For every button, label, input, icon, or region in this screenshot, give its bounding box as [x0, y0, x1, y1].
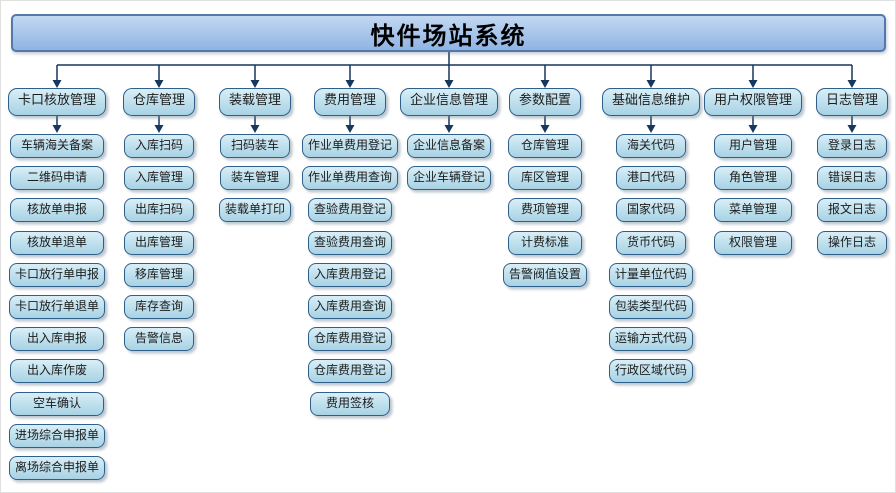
category-header: 基础信息维护 [601, 88, 701, 116]
module-item: 入库费用登记 [307, 263, 393, 287]
module-item: 仓库费用登记 [307, 359, 393, 383]
category-header: 参数配置 [508, 88, 582, 116]
module-item: 出库管理 [124, 231, 194, 255]
module-item: 计量单位代码 [608, 263, 694, 287]
module-item: 空车确认 [10, 392, 104, 416]
category-header: 企业信息管理 [399, 88, 499, 116]
module-item: 装载单打印 [218, 198, 292, 222]
module-item: 企业车辆登记 [406, 166, 492, 190]
module-item: 出入库作废 [10, 359, 104, 383]
system-title-box: 快件场站系统 [11, 14, 886, 52]
module-item: 查验费用查询 [307, 231, 393, 255]
module-item: 进场综合申报单 [8, 424, 106, 448]
module-item: 操作日志 [817, 231, 887, 255]
module-item: 卡口放行单申报 [8, 263, 106, 287]
module-item: 错误日志 [817, 166, 887, 190]
module-item: 离场综合申报单 [8, 456, 106, 480]
module-item: 菜单管理 [714, 198, 792, 222]
module-item: 报文日志 [817, 198, 887, 222]
module-item: 移库管理 [124, 263, 194, 287]
module-item: 告警信息 [124, 327, 194, 351]
module-item: 作业单费用登记 [301, 134, 399, 158]
module-item: 包装类型代码 [608, 295, 694, 319]
system-title: 快件场站系统 [370, 20, 527, 50]
module-item: 费项管理 [508, 198, 582, 222]
category-header: 仓库管理 [122, 88, 196, 116]
module-item: 计费标准 [508, 231, 582, 255]
module-item: 港口代码 [616, 166, 686, 190]
module-item: 车辆海关备案 [10, 134, 104, 158]
category-header: 装载管理 [218, 88, 292, 116]
category-header: 日志管理 [815, 88, 889, 116]
module-item: 库存查询 [124, 295, 194, 319]
module-item: 入库扫码 [124, 134, 194, 158]
module-item: 登录日志 [817, 134, 887, 158]
module-item: 入库管理 [124, 166, 194, 190]
module-item: 核放单退单 [10, 231, 104, 255]
module-item: 货币代码 [616, 231, 686, 255]
module-item: 角色管理 [714, 166, 792, 190]
module-item: 卡口放行单退单 [8, 295, 106, 319]
module-item: 装车管理 [220, 166, 290, 190]
module-item: 库区管理 [508, 166, 582, 190]
module-item: 费用签核 [310, 392, 390, 416]
module-item: 查验费用登记 [307, 198, 393, 222]
module-item: 国家代码 [616, 198, 686, 222]
module-item: 扫码装车 [220, 134, 290, 158]
module-item: 仓库管理 [508, 134, 582, 158]
category-header: 用户权限管理 [703, 88, 803, 116]
module-item: 仓库费用登记 [307, 327, 393, 351]
module-item: 企业信息备案 [406, 134, 492, 158]
module-item: 告警阀值设置 [502, 263, 588, 287]
module-item: 出库扫码 [124, 198, 194, 222]
module-item: 行政区域代码 [608, 359, 694, 383]
module-item: 海关代码 [616, 134, 686, 158]
module-item: 用户管理 [714, 134, 792, 158]
module-item: 出入库申报 [10, 327, 104, 351]
category-header: 卡口核放管理 [7, 88, 107, 116]
module-item: 权限管理 [714, 231, 792, 255]
module-item: 运输方式代码 [608, 327, 694, 351]
category-header: 费用管理 [313, 88, 387, 116]
module-item: 入库费用查询 [307, 295, 393, 319]
module-item: 作业单费用查询 [301, 166, 399, 190]
module-item: 二维码申请 [10, 166, 104, 190]
module-item: 核放单申报 [10, 198, 104, 222]
